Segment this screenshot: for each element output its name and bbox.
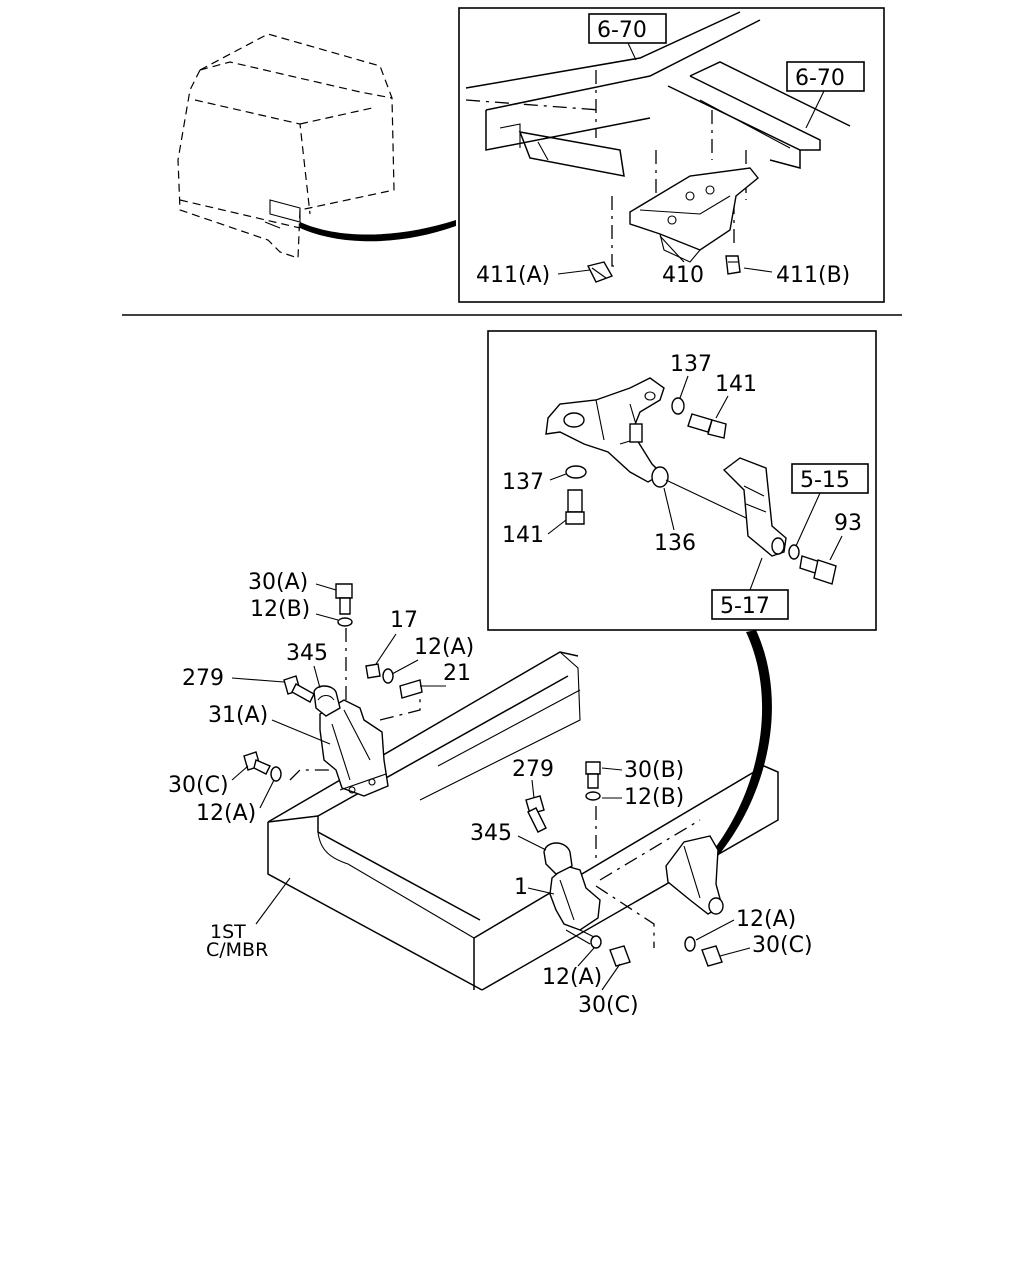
ref-5-15: 5-15 [800,468,850,493]
label-136: 136 [654,531,696,556]
frame-and-crossmember-drawing [267,628,779,991]
shackle-5-17-drawing [722,457,787,557]
ref-6-70-a: 6-70 [597,18,647,43]
label-12b-left: 12(B) [250,597,310,622]
label-31a: 31(A) [208,703,268,728]
label-crossmember-line2: C/MBR [206,939,268,961]
washer-93-drawing [788,544,800,560]
bolt-93-drawing [799,555,837,585]
label-crossmember-line1: 1ST [210,921,246,943]
label-30c-left: 30(C) [168,773,229,798]
label-17: 17 [390,608,418,633]
ref-5-15-box [791,463,869,494]
label-411b: 411(B) [776,263,850,288]
bracket-410-drawing [629,167,759,263]
ref-6-70-b: 6-70 [795,66,845,91]
label-12a-left2: 12(A) [196,801,256,826]
label-12a-bottom: 12(A) [542,965,602,990]
bolt-30c-left-drawing [243,751,271,775]
bolt-30a-drawing [335,583,353,615]
washer-12a-left-drawing [382,668,394,684]
bolt-141-top-drawing [687,413,727,439]
frame-rails-drawing [465,11,851,267]
bolt-21-drawing [399,679,423,699]
label-93: 93 [834,511,862,536]
label-137-top: 137 [670,352,712,377]
bolt-30c-right-drawing [701,945,723,967]
label-1: 1 [514,875,528,900]
label-345-right: 345 [470,821,512,846]
label-30b: 30(B) [624,758,684,783]
bolt-30b-drawing [585,761,601,789]
bolt-30c-bottom-drawing [609,945,631,967]
washer-137-mid-drawing [565,465,587,479]
label-141-top: 141 [715,372,757,397]
ref-6-70-a-box [588,13,667,44]
bolt-279-right-drawing [525,795,547,833]
clamp-345-right-drawing [543,842,573,875]
washer-12b-right-drawing [585,791,601,801]
label-12b-right: 12(B) [624,785,684,810]
label-279-right: 279 [512,757,554,782]
label-12a-left: 12(A) [414,635,474,660]
bolt-141-mid-drawing [565,489,585,525]
label-141-mid: 141 [502,523,544,548]
washer-12a-right-drawing [684,936,696,952]
label-410: 410 [662,263,704,288]
washer-137-top-drawing [671,397,685,415]
shackle-bracket-mounted-drawing [665,835,724,915]
truck-cab-drawing [177,33,395,259]
bolt-411a-drawing [586,261,614,283]
washer-12a-left2-drawing [270,766,282,782]
ref-6-70-b-box [786,61,865,92]
label-30c-bottom: 30(C) [578,993,639,1018]
bracket-31a-drawing [319,699,389,797]
clamp-345-left-drawing [313,685,341,717]
washer-12a-bottom-drawing [590,935,602,949]
label-279-left: 279 [182,666,224,691]
bolt-279-left-drawing [283,675,315,703]
ref-5-17: 5-17 [720,594,770,619]
detail-pointer-top [300,220,456,242]
label-30a: 30(A) [248,570,308,595]
frame-mount-detail-box [458,7,885,303]
bracket-1-drawing [549,865,601,945]
label-21: 21 [443,661,471,686]
ref-5-17-box [711,589,789,620]
nut-17-drawing [365,663,381,679]
label-411a: 411(A) [476,263,550,288]
nut-411b-drawing [725,255,741,275]
label-30c-right: 30(C) [752,933,813,958]
label-137-mid: 137 [502,470,544,495]
washer-12b-left-drawing [337,617,353,627]
label-12a-right: 12(A) [736,907,796,932]
detail-pointer-middle [712,630,772,856]
label-345-left: 345 [286,641,328,666]
